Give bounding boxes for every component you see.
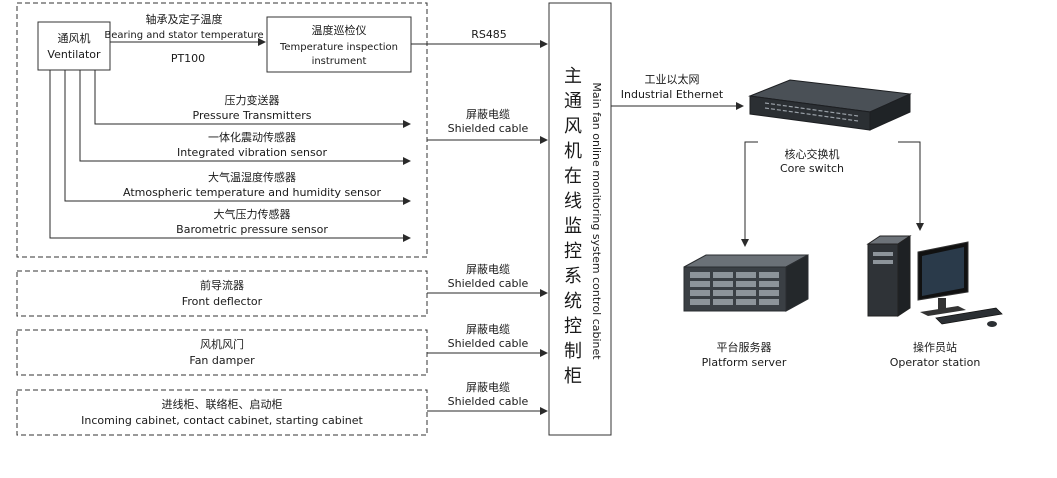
cabinet-char: 监 xyxy=(564,216,582,237)
sensor-label-en: Barometric pressure sensor xyxy=(176,223,328,236)
ventilator-label-cn: 通风机 xyxy=(58,31,91,45)
platform-server-image xyxy=(683,254,809,312)
ethernet-label-en: Industrial Ethernet xyxy=(621,88,724,101)
cabinet-char: 主 xyxy=(564,66,582,87)
sensor-label-cn: 一体化震动传感器 xyxy=(208,130,296,144)
cabinet-char: 柜 xyxy=(564,366,582,387)
cabinet-char: 机 xyxy=(564,141,582,162)
sensor-label-cn: 压力变送器 xyxy=(225,93,280,107)
temp-instrument-label-cn: 温度巡检仪 xyxy=(312,23,367,37)
operator-station-label-en: Operator station xyxy=(890,356,981,369)
device-box-front-deflector xyxy=(16,270,428,317)
cabinet-char: 控 xyxy=(564,316,582,337)
sensor-label-en: Atmospheric temperature and humidity sen… xyxy=(123,186,381,199)
cabinet-char: 统 xyxy=(564,291,582,312)
sensor-label-cn: 大气压力传感器 xyxy=(214,207,291,221)
cabinet-char: 控 xyxy=(564,241,582,262)
sensor-label-en: Integrated vibration sensor xyxy=(177,146,327,159)
shielded-cable-label-cn: 屏蔽电缆 xyxy=(466,323,510,336)
cabinet-char: 通 xyxy=(564,91,582,112)
sensor-line-barometric xyxy=(49,70,411,242)
switch-to-server-arrow xyxy=(741,141,758,247)
sensor-group-border xyxy=(16,2,428,258)
device-box-fan-damper xyxy=(16,329,428,376)
core-switch-label-cn: 核心交换机 xyxy=(785,147,840,161)
shielded-cable-label-en: Shielded cable xyxy=(448,337,529,350)
temp-link-sensor: PT100 xyxy=(171,52,205,65)
cabinet-char: 线 xyxy=(564,191,582,212)
cabinet-char: 系 xyxy=(564,266,582,287)
ventilator-label-en: Ventilator xyxy=(47,48,101,61)
device-label-en: Front deflector xyxy=(182,295,263,308)
device-box-cabinets xyxy=(16,389,428,436)
shielded-cable-label-cn: 屏蔽电缆 xyxy=(466,381,510,394)
cabinet-char: 风 xyxy=(564,116,582,137)
control-cabinet-label-en: Main fan online monitoring system contro… xyxy=(590,82,603,360)
switch-to-station-arrow xyxy=(898,141,924,231)
sensor-line-vibration xyxy=(79,70,411,165)
temp-link-label-en: Bearing and stator temperature xyxy=(104,30,263,41)
sensor-line-atmospheric xyxy=(64,70,411,205)
shielded-cable-label-cn: 屏蔽电缆 xyxy=(466,108,510,121)
temp-instrument-label-en-1: Temperature inspection xyxy=(279,42,398,53)
shielded-cable-label-en: Shielded cable xyxy=(448,277,529,290)
shielded-cable-label-en: Shielded cable xyxy=(448,122,529,135)
device-label-cn: 进线柜、联络柜、启动柜 xyxy=(162,397,283,411)
operator-station-label-cn: 操作员站 xyxy=(913,340,957,354)
temp-link-label-cn: 轴承及定子温度 xyxy=(146,12,223,26)
device-label-cn: 前导流器 xyxy=(200,278,244,292)
sensor-line-pressure xyxy=(94,70,411,128)
temp-instrument-box xyxy=(266,16,412,73)
shielded-cable-label-en: Shielded cable xyxy=(448,395,529,408)
device-label-en: Fan damper xyxy=(189,354,255,367)
cabinet-char: 在 xyxy=(564,166,582,187)
device-label-cn: 风机风门 xyxy=(200,337,244,351)
operator-station-image xyxy=(866,235,1003,327)
rs485-label: RS485 xyxy=(471,28,507,41)
ethernet-label-cn: 工业以太网 xyxy=(645,73,700,86)
ventilator-box xyxy=(37,21,111,71)
platform-server-label-en: Platform server xyxy=(702,356,787,369)
sensor-label-en: Pressure Transmitters xyxy=(193,109,312,122)
device-label-en: Incoming cabinet, contact cabinet, start… xyxy=(81,414,363,427)
shielded-cable-label-cn: 屏蔽电缆 xyxy=(466,263,510,276)
cabinet-char: 制 xyxy=(564,341,582,362)
control-cabinet-label-cn: 主 通 风 机 在 线 监 控 系 统 控 制 柜 xyxy=(564,66,582,387)
core-switch-image xyxy=(748,79,912,131)
control-cabinet-box xyxy=(548,2,612,436)
platform-server-label-cn: 平台服务器 xyxy=(717,340,772,354)
sensor-label-cn: 大气温湿度传感器 xyxy=(208,170,296,184)
core-switch-label-en: Core switch xyxy=(780,162,844,175)
temp-instrument-label-en-2: instrument xyxy=(312,56,367,67)
